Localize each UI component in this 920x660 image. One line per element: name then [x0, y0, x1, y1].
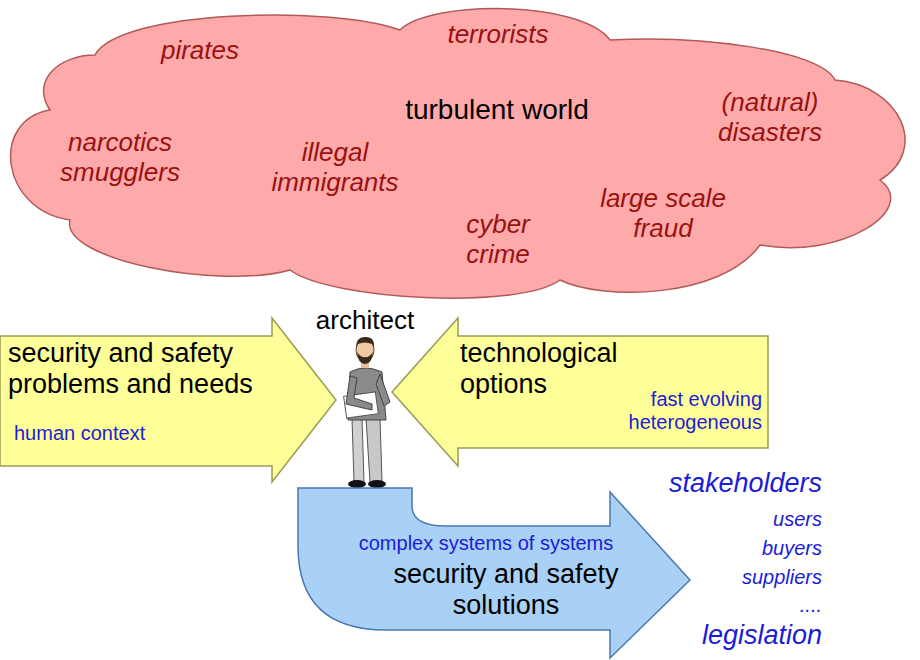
threat-label: narcotics smugglers [35, 128, 205, 188]
stakeholder-item: users [650, 508, 822, 531]
arrow-heading: security and safety solutions [391, 559, 621, 621]
needs-arrow-shape [0, 318, 336, 482]
stakeholder-heading: stakeholders [600, 468, 822, 499]
threat-label: illegal immigrants [245, 138, 425, 198]
stakeholder-item: buyers [650, 537, 822, 560]
threat-label: cyber crime [443, 210, 553, 270]
arrow-note: human context [14, 422, 264, 445]
arrow-heading: security and safety problems and needs [8, 338, 308, 400]
architect-leg [352, 418, 364, 482]
threat-cloud-shape [11, 9, 905, 298]
solutions-arrow: complex systems of systems security and s… [296, 486, 696, 660]
architect-arm [346, 376, 372, 410]
legislation-heading: legislation [600, 620, 822, 651]
solutions-arrow-shape [298, 488, 690, 658]
stakeholder-item: suppliers [650, 566, 822, 589]
cloud-title: turbulent world [367, 94, 627, 126]
threat-cloud: pirates terrorists turbulent world (natural… [0, 0, 920, 300]
architect-shoe [368, 480, 386, 488]
options-arrow: technological optionsfast evolving heter… [390, 316, 770, 468]
threat-label: terrorists [408, 20, 588, 50]
role-label: architect [295, 306, 435, 336]
architect-arm [376, 374, 390, 406]
stakeholder-item: .... [650, 594, 822, 617]
options-arrow-shape [392, 318, 768, 466]
architect-shoe [348, 480, 366, 488]
arrow-note: complex systems of systems [336, 532, 636, 555]
threat-label: large scale fraud [588, 184, 738, 244]
arrow-note: fast evolving heterogeneous [600, 388, 762, 434]
architect-leg [366, 418, 382, 482]
architect-hair [356, 337, 374, 348]
threat-label: pirates [120, 36, 280, 66]
architect-beard [357, 352, 373, 364]
threat-label: (natural) disasters [695, 88, 845, 148]
needs-arrow: security and safety problems and needs hu… [0, 316, 338, 484]
